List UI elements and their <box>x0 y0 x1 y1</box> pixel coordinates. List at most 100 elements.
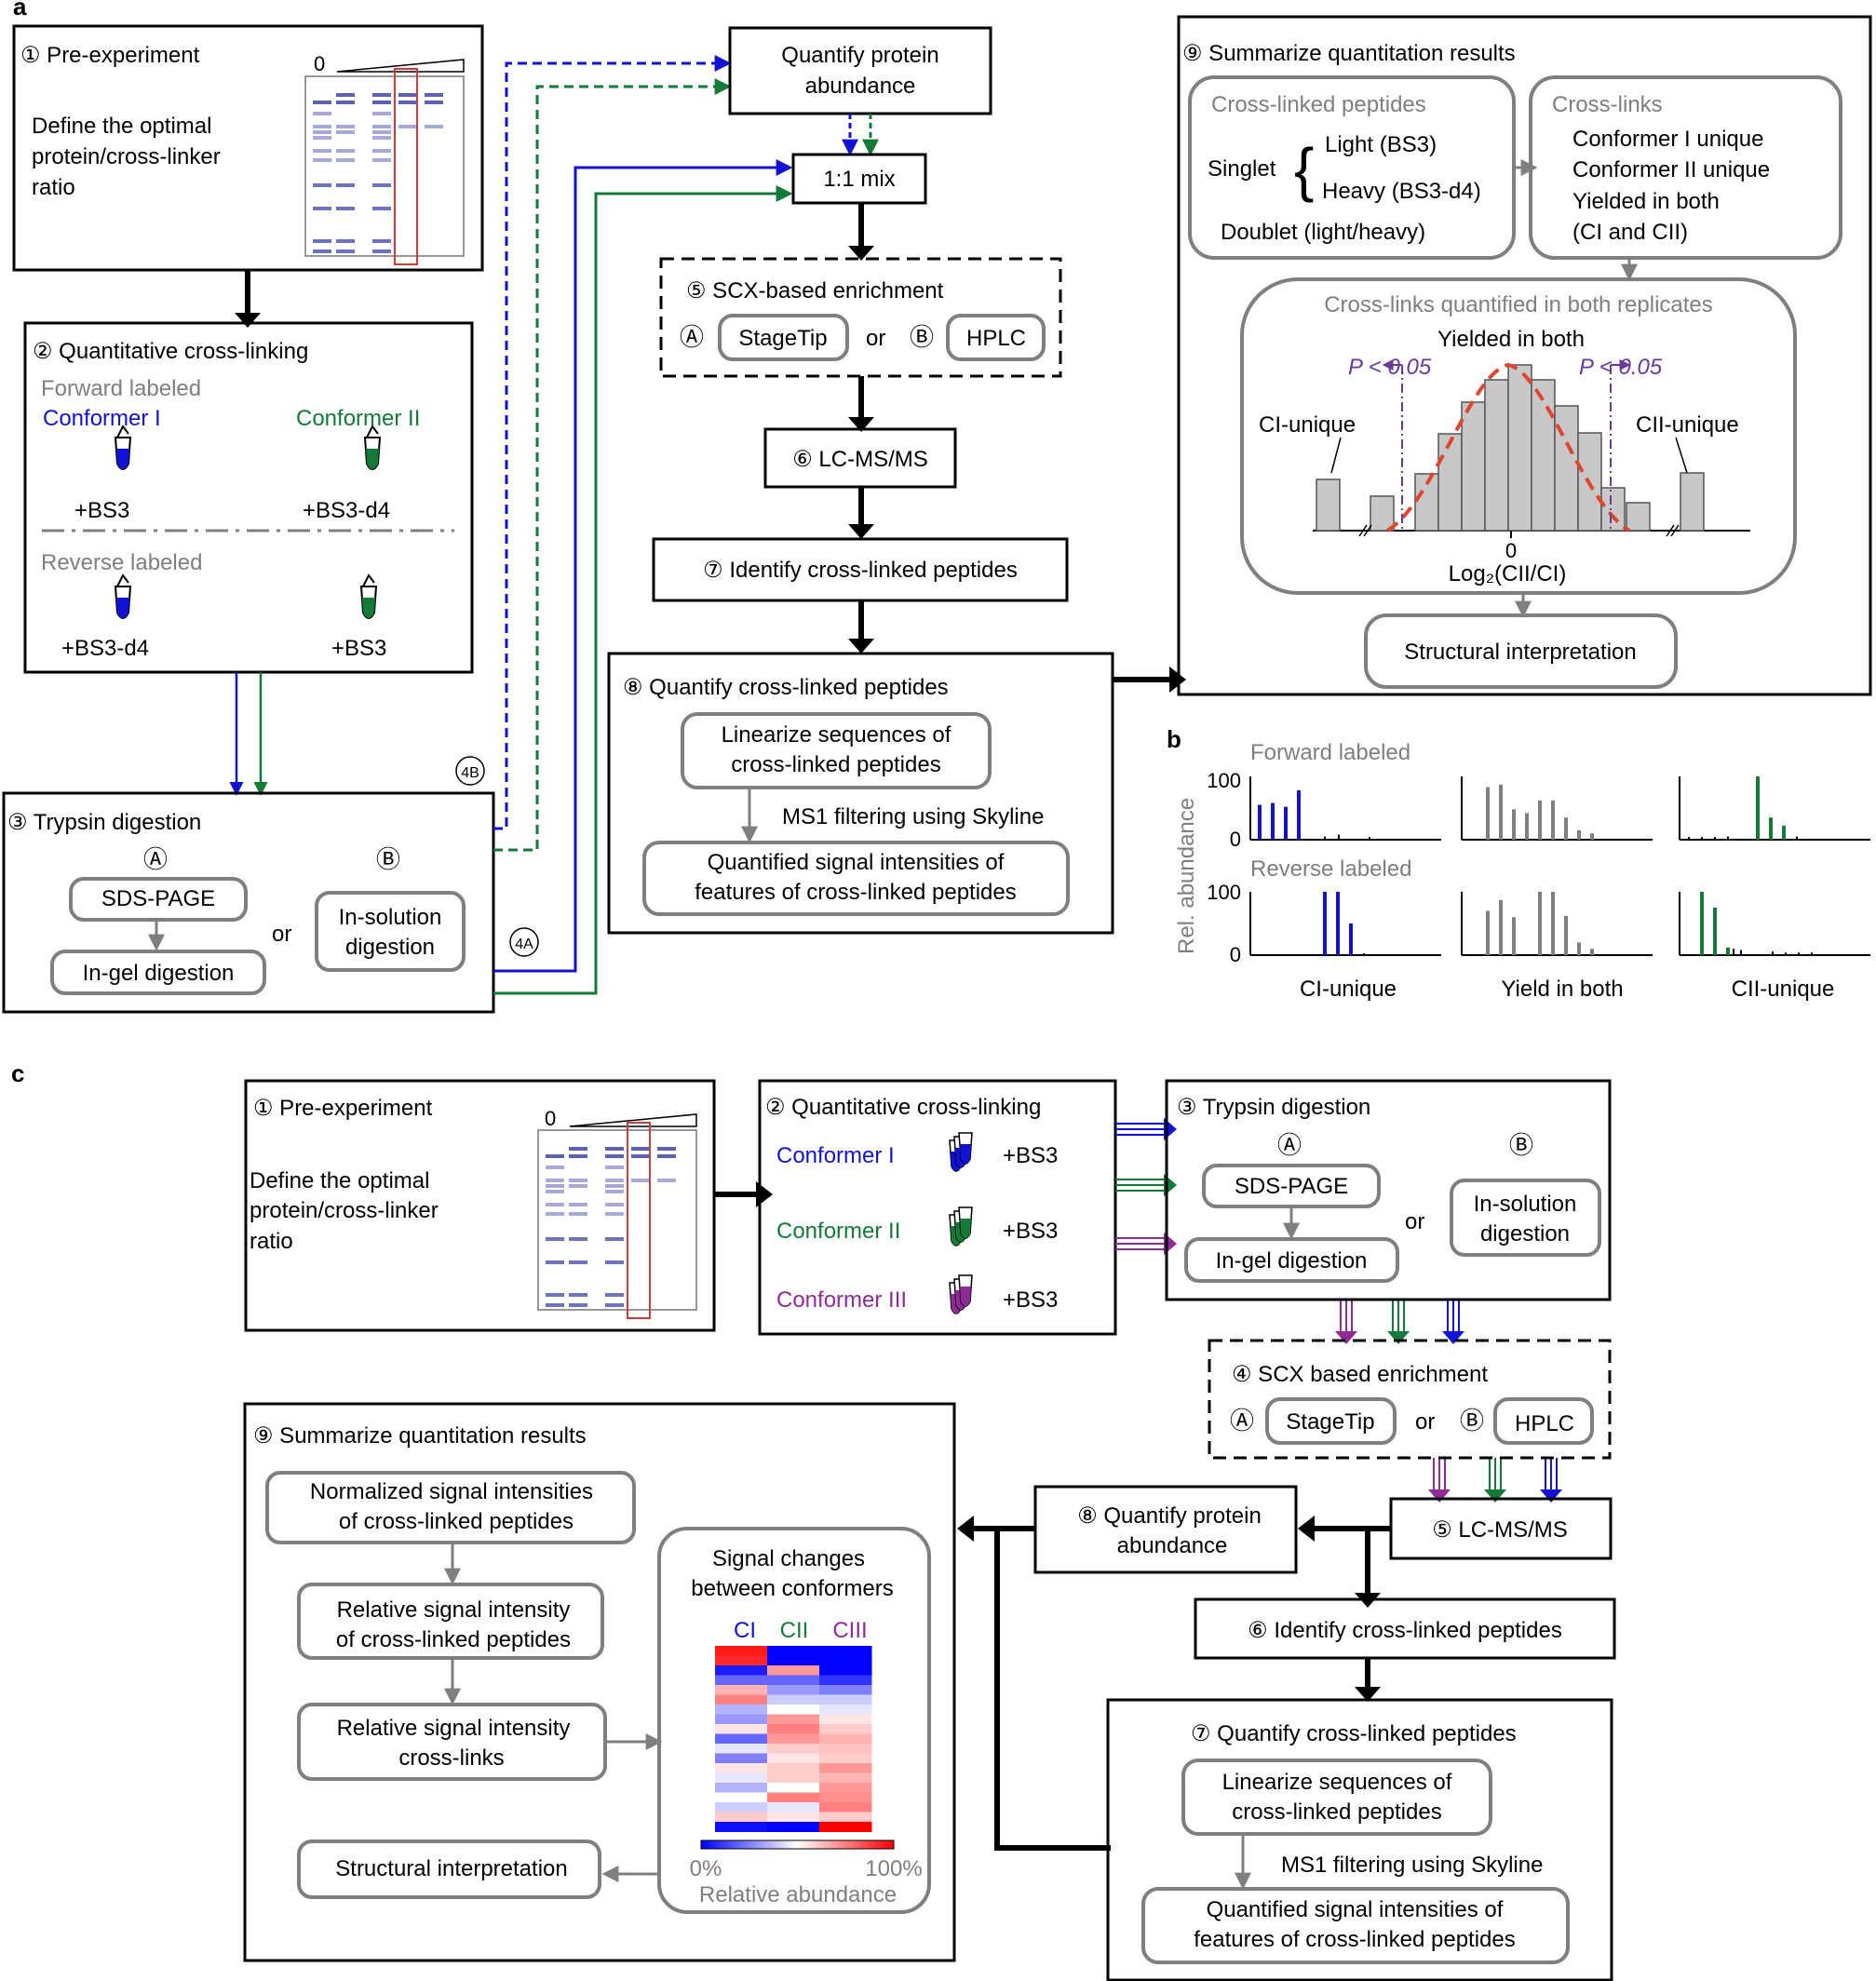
c-hplc: HPLC <box>1515 1411 1574 1436</box>
axis-break <box>1358 524 1372 537</box>
hist-bar <box>1600 487 1626 532</box>
a-repl-box <box>1240 277 1797 595</box>
gel-band <box>546 1212 564 1216</box>
a-forward-bs3d4: +BS3-d4 <box>303 498 390 523</box>
heatmap-cell <box>715 1655 768 1666</box>
heatmap-cell <box>819 1685 872 1695</box>
c-rel2-1: Relative signal intensity <box>337 1716 571 1741</box>
a-step1-title: ① Pre-experiment <box>20 43 200 68</box>
a-conn-4a-green <box>493 185 793 995</box>
a-brace: { <box>1294 136 1314 203</box>
b-y100-top: 100 <box>1207 769 1241 792</box>
c-step1-text-1: Define the optimal <box>250 1168 429 1193</box>
gel-band <box>605 1212 624 1216</box>
gel-band <box>336 125 355 128</box>
c-col-ciii: CIII <box>832 1618 867 1643</box>
heatmap-cell <box>767 1655 820 1666</box>
gel-band <box>569 1203 587 1206</box>
gel-band <box>336 93 355 97</box>
c-gel-zero: 0 <box>545 1107 556 1130</box>
gel-band <box>605 1154 624 1158</box>
heatmap-cell <box>715 1675 768 1686</box>
heatmap-cell <box>767 1822 820 1832</box>
heatmap-cell <box>767 1675 820 1686</box>
hist-cii-pointer <box>1675 437 1688 474</box>
a-histogram <box>1313 359 1750 538</box>
gel-band <box>336 101 355 104</box>
heatmap-cell <box>715 1802 768 1813</box>
heatmap-cell <box>767 1744 820 1754</box>
heatmap-cell <box>819 1675 872 1686</box>
heatmap-cell <box>715 1822 768 1832</box>
triple-arrow-head <box>1335 1331 1357 1344</box>
a-reverse-label: Reverse labeled <box>41 550 202 575</box>
gel-band <box>657 1179 676 1182</box>
c-heatmap <box>715 1646 872 1832</box>
gel-band <box>605 1166 624 1169</box>
heatmap-cell <box>819 1792 872 1803</box>
a-tube-green-2-icon <box>359 573 378 619</box>
a-gel-zero: 0 <box>314 52 325 75</box>
c-step3-B: Ⓑ <box>1509 1131 1533 1159</box>
heatmap-cell <box>819 1812 872 1823</box>
gel-band <box>336 149 355 153</box>
b-reverse-label: Reverse labeled <box>1250 856 1411 882</box>
a-conformer2-label: Conformer II <box>296 406 420 431</box>
gel-band <box>313 130 331 134</box>
heatmap-cell <box>715 1812 768 1823</box>
gel-band <box>372 101 391 104</box>
a-step3-or: or <box>272 922 291 947</box>
c-struct: Structural interpretation <box>335 1856 567 1881</box>
c-norm-1: Normalized signal intensities <box>310 1479 593 1504</box>
gel-band <box>569 1260 587 1264</box>
gel-band <box>546 1190 564 1193</box>
triple-arrow-head <box>1484 1489 1506 1503</box>
gel-band <box>336 249 355 253</box>
panel-a: a ① Pre-experiment Define the optimal pr… <box>2 0 1872 1014</box>
tube-stack-icon <box>949 1132 973 1172</box>
gel-band <box>398 125 417 128</box>
gel-band <box>398 101 417 104</box>
a-step1-box: ① Pre-experiment Define the optimal prot… <box>12 24 484 272</box>
panel-label-a: a <box>13 0 27 20</box>
c-step7-title: ⑦ Quantify cross-linked peptides <box>1191 1721 1517 1746</box>
gel-frame <box>304 75 465 257</box>
gel-band <box>336 183 355 187</box>
c-step6-title: ⑥ Identify cross-linked peptides <box>1248 1618 1562 1643</box>
c-step4-B: Ⓑ <box>1460 1407 1484 1435</box>
c-colorbar <box>700 1840 895 1850</box>
b-col-yield-both: Yield in both <box>1501 977 1623 1002</box>
gel-band <box>569 1154 587 1158</box>
a-repl-title: Cross-links quantified in both replicate… <box>1324 292 1713 317</box>
c-sig-2: between conformers <box>691 1576 893 1601</box>
c-step1-text-2: protein/cross-linker <box>250 1198 439 1223</box>
a-step2-box: ② Quantitative cross-linking Forward lab… <box>23 321 474 674</box>
c-signal-box <box>657 1527 931 1914</box>
c-stagetip: StageTip <box>1286 1409 1374 1435</box>
a-cii-unique: CII-unique <box>1636 412 1739 438</box>
a-qsig-2: features of cross-linked peptides <box>695 880 1017 905</box>
gel-band <box>631 1154 650 1158</box>
heatmap-cell <box>767 1705 820 1715</box>
gel-band <box>425 125 443 128</box>
a-conformer1-label: Conformer I <box>43 406 161 431</box>
a-step3-title: ③ Trypsin digestion <box>7 810 201 835</box>
a-light: Light (BS3) <box>1325 132 1437 157</box>
a-step5-B: Ⓑ <box>910 323 934 351</box>
heatmap-cell <box>715 1694 768 1705</box>
a-reverse-bs3d4: +BS3-d4 <box>61 636 149 661</box>
a-step7-title: ⑦ Identify cross-linked peptides <box>703 558 1018 583</box>
gel-highlight-lane <box>627 1122 651 1319</box>
heatmap-cell <box>767 1724 820 1734</box>
gel-band <box>372 136 391 140</box>
hist-bar <box>1370 495 1395 532</box>
gel-band <box>372 93 391 97</box>
heatmap-cell <box>819 1694 872 1705</box>
heatmap-cell <box>715 1763 768 1773</box>
heatmap-cell <box>819 1744 872 1754</box>
a-ci-unique: CI-unique <box>1259 412 1356 438</box>
a-xl-item-3: Yielded in both <box>1572 189 1720 214</box>
gel-band <box>313 101 331 104</box>
a-singlet: Singlet <box>1208 156 1276 182</box>
hist-gaussian-fit <box>1385 362 1631 532</box>
